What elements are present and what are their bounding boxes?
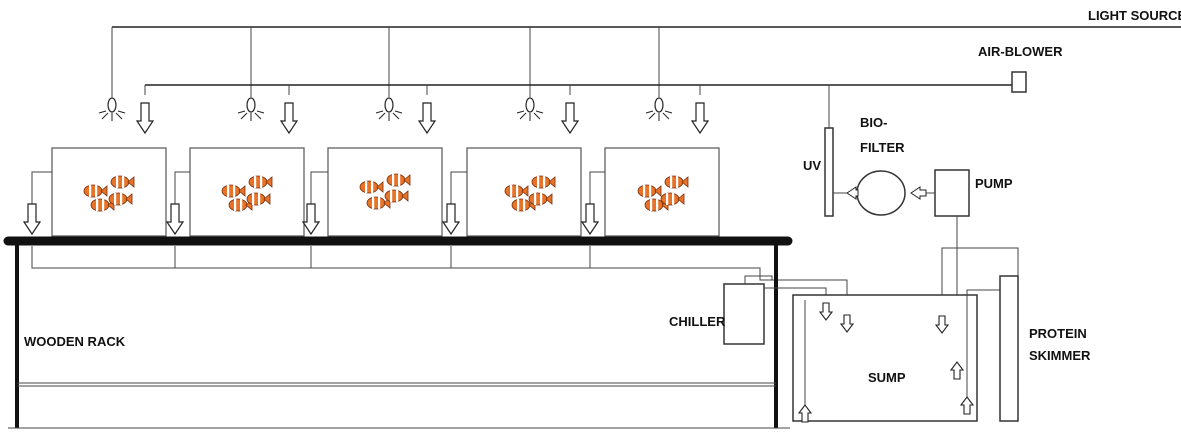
pump: [934, 169, 970, 217]
fish-tank: [604, 147, 720, 237]
air-blower-box: [1011, 71, 1027, 93]
sump-tank: [792, 294, 978, 422]
sump-skimmer-pipe: [966, 289, 1000, 410]
sump-label: SUMP: [868, 370, 906, 385]
uv-sterilizer: [824, 127, 834, 217]
air-drops: [144, 85, 830, 128]
pump-label: PUMP: [975, 176, 1013, 191]
fish-tank: [189, 147, 305, 237]
wooden-rack-label: WOODEN RACK: [24, 334, 126, 349]
bio-filter: [856, 170, 906, 216]
uv-label: UV: [803, 158, 821, 173]
bio-filter-label-line1: BIO-: [860, 115, 887, 130]
light-drops: [111, 27, 660, 97]
fish-tanks: [51, 147, 720, 237]
flow-arrow-icon: [833, 186, 935, 200]
fish-tank: [51, 147, 167, 237]
fish-tank: [327, 147, 443, 237]
chiller-label: CHILLER: [669, 314, 726, 329]
air-arrow-icon: [136, 102, 709, 134]
return-manifold: [31, 246, 848, 318]
wooden-rack: [8, 245, 790, 429]
bio-filter-label-line2: FILTER: [860, 140, 905, 155]
light-source-label: LIGHT SOURCE: [1088, 8, 1181, 23]
protein-skimmer-label-line1: PROTEIN: [1029, 326, 1087, 341]
light-bulb-icon: [98, 97, 673, 122]
protein-skimmer: [999, 275, 1019, 422]
chiller: [723, 283, 765, 345]
protein-skimmer-label-line2: SKIMMER: [1029, 348, 1091, 363]
chiller-return: [744, 275, 773, 284]
air-blower-label: AIR-BLOWER: [978, 44, 1063, 59]
